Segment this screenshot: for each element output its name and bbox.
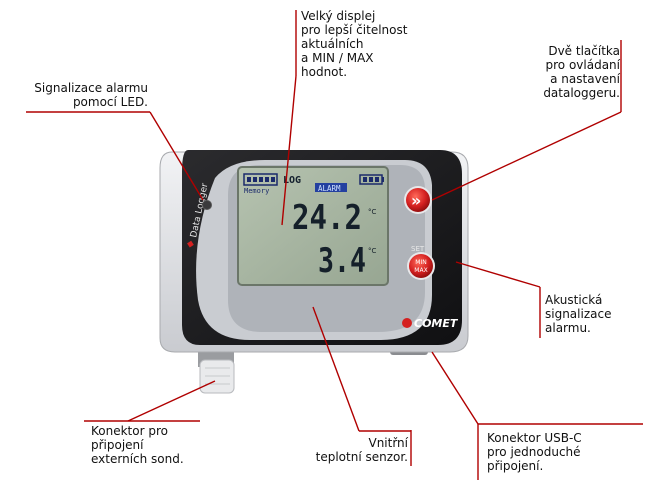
acoustic-leader — [455, 261, 541, 288]
battery-icon — [359, 174, 384, 185]
usb-callout: Konektor USB-C pro jednoduché připojení. — [487, 431, 582, 473]
probe-connector-callout: Konektor pro připojení externích sond. — [91, 424, 184, 466]
display-callout: Velký displej pro lepší čitelnost aktuál… — [301, 9, 408, 79]
comet-logo: COMET — [402, 317, 459, 330]
second-value: 3.4 — [318, 241, 366, 281]
led-callout: Signalizace alarmu pomocí LED. — [34, 81, 148, 109]
led-leader — [149, 111, 204, 201]
internal-sensor-callout: Vnitřní teplotní senzor. — [315, 436, 408, 464]
temperature-unit: °C — [368, 208, 377, 216]
svg-text:MAX: MAX — [414, 267, 427, 274]
usb-leader — [431, 351, 479, 425]
sensor-leader — [312, 306, 360, 432]
acoustic-callout: Akustická signalizace alarmu. — [545, 293, 612, 335]
memory-indicator — [243, 173, 278, 186]
lcd-alarm-label: ALARM — [318, 184, 341, 193]
svg-text:COMET: COMET — [414, 317, 459, 330]
arrow-icon: » — [411, 191, 421, 210]
minmax-button[interactable]: MIN MAX — [407, 252, 435, 280]
probe-leader — [127, 380, 216, 422]
buttons-callout: Dvě tlačítka pro ovládaní a nastavení da… — [543, 44, 620, 100]
lcd-memory-label: Memory — [244, 187, 269, 195]
brand-mark: ◆ — [185, 240, 196, 249]
buttons-leader — [431, 111, 622, 201]
alarm-led — [202, 200, 212, 210]
display-leader — [281, 75, 297, 226]
lcd-log-label: LOG — [283, 175, 301, 186]
lcd-screen — [237, 166, 389, 286]
svg-text:MIN: MIN — [415, 259, 426, 266]
second-unit: °C — [368, 247, 377, 255]
arrow-button[interactable]: » — [404, 186, 432, 214]
leader-lines — [26, 10, 643, 480]
temperature-value: 24.2 — [292, 198, 362, 238]
set-label: SET — [411, 245, 425, 253]
